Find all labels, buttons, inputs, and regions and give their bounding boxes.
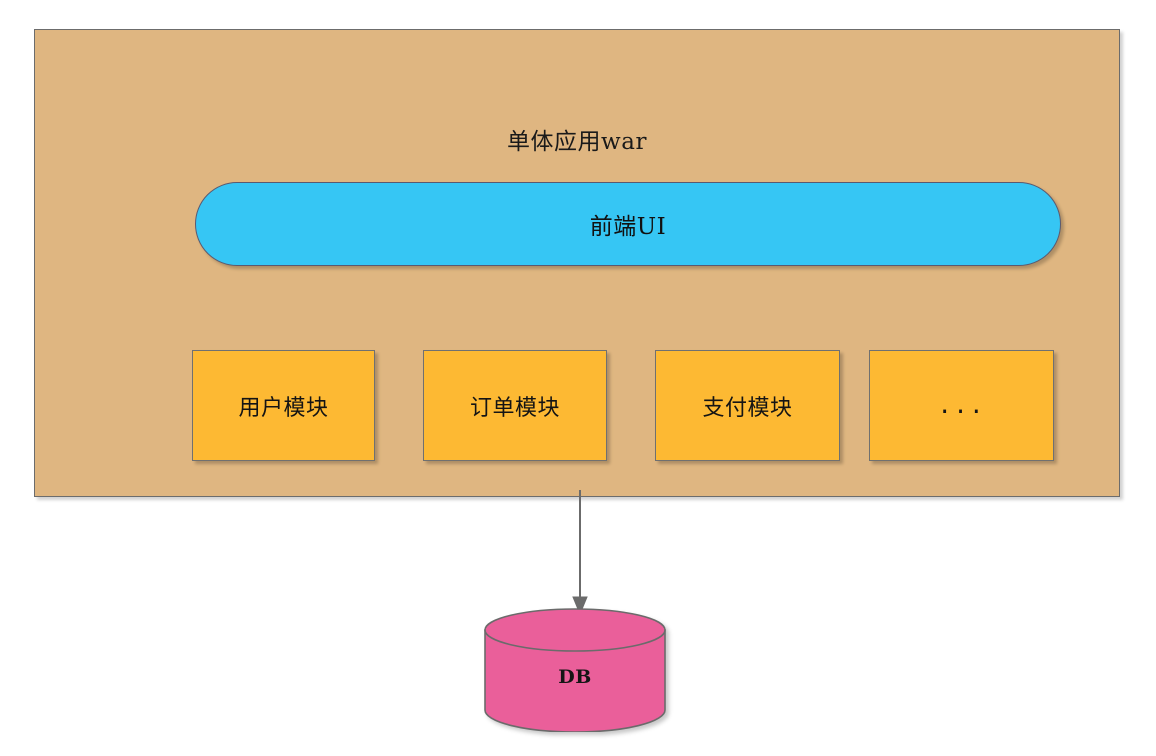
database-node[interactable]: DB bbox=[484, 608, 666, 732]
database-label: DB bbox=[558, 666, 592, 688]
module-box-order[interactable]: 订单模块 bbox=[423, 350, 607, 461]
module-label-user: 用户模块 bbox=[238, 395, 329, 421]
monolith-title: 单体应用war bbox=[507, 129, 647, 155]
modules-row: 用户模块 订单模块 支付模块 ... bbox=[192, 350, 1054, 461]
monolith-application-container[interactable]: 单体应用war 前端UI 用户模块 订单模块 支付模块 ... bbox=[34, 29, 1120, 497]
module-box-more[interactable]: ... bbox=[869, 350, 1054, 461]
module-label-more: ... bbox=[937, 392, 986, 419]
database-cylinder-icon bbox=[484, 608, 666, 732]
module-label-payment: 支付模块 bbox=[702, 395, 793, 421]
frontend-ui-node[interactable]: 前端UI bbox=[195, 182, 1061, 266]
module-label-order: 订单模块 bbox=[469, 395, 560, 421]
frontend-ui-label: 前端UI bbox=[589, 214, 667, 240]
module-box-user[interactable]: 用户模块 bbox=[192, 350, 375, 461]
connector-arrow-container-to-db bbox=[545, 490, 615, 620]
arrow-line-icon bbox=[572, 490, 588, 616]
module-box-payment[interactable]: 支付模块 bbox=[655, 350, 840, 461]
